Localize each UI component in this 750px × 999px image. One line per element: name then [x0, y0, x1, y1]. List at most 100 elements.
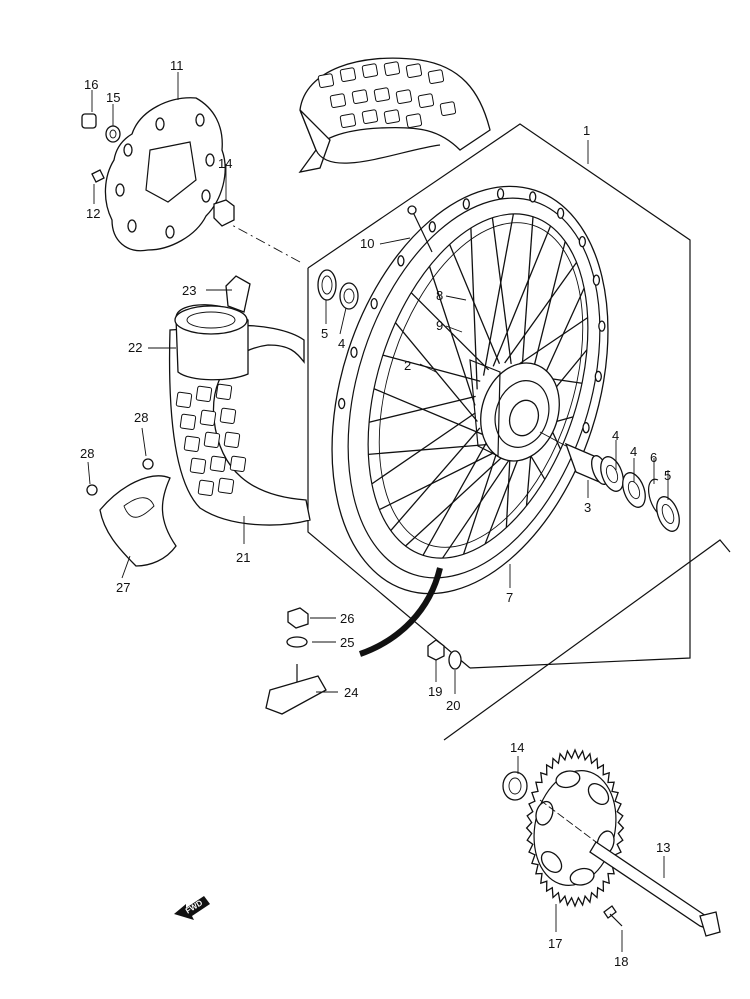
- rim-hole: [397, 255, 405, 267]
- rim-hole: [598, 320, 606, 332]
- tread-block: [329, 93, 347, 109]
- wheel-hub: [469, 359, 560, 462]
- callout-10: 10: [360, 236, 374, 251]
- rim-hole: [462, 198, 470, 210]
- callout-26: 26: [340, 611, 354, 626]
- callout-19: 19: [428, 684, 442, 699]
- rim-hole: [529, 191, 537, 203]
- spoke: [394, 322, 478, 422]
- rim-hole: [556, 207, 565, 219]
- tread-block: [203, 431, 221, 449]
- callout-4-right-b: 4: [630, 444, 637, 459]
- spoke: [482, 213, 515, 376]
- callout-28-lower: 28: [80, 446, 94, 461]
- sprocket-spacer: [502, 771, 528, 801]
- callout-labels: 1 2 3 4 4 4 5 5 6 7 8 9 10 11 12 13 14 1…: [80, 58, 671, 969]
- tread-block: [317, 73, 335, 89]
- spoke: [449, 244, 501, 364]
- callout-21: 21: [236, 550, 250, 565]
- left-hub-parts: [317, 269, 359, 310]
- sprocket-cutout: [535, 800, 554, 826]
- callout-5-left: 5: [321, 326, 328, 341]
- spoke: [515, 317, 589, 367]
- tread-block: [219, 407, 237, 425]
- tread-block: [339, 67, 357, 83]
- tread-block: [179, 413, 197, 431]
- sprocket-cutout: [555, 770, 581, 789]
- callout-20: 20: [446, 698, 460, 713]
- rim-hole: [428, 221, 436, 233]
- callout-17: 17: [548, 936, 562, 951]
- rim-hole: [582, 422, 590, 434]
- tread-block: [373, 87, 391, 103]
- sprocket-cutouts: [535, 770, 615, 886]
- callout-4-right-a: 4: [612, 428, 619, 443]
- callout-18: 18: [614, 954, 628, 969]
- tread-block: [339, 113, 357, 129]
- tread-block: [395, 89, 413, 105]
- tread-block: [209, 455, 227, 473]
- callout-5-right: 5: [664, 468, 671, 483]
- tyre-tread-blocks: [317, 61, 457, 129]
- disc-hole: [195, 113, 205, 127]
- rear-wheel-rim: [331, 185, 609, 595]
- spoke: [373, 388, 485, 436]
- spoke: [379, 446, 506, 511]
- disc-hole: [201, 189, 211, 203]
- fwd-direction-arrow: FWD: [174, 896, 210, 920]
- callout-13: 13: [656, 840, 670, 855]
- tread-block: [189, 457, 207, 475]
- tread-block: [215, 383, 233, 401]
- tyre-section-left: [168, 275, 311, 526]
- disc-guard: [86, 458, 177, 567]
- callout-24: 24: [344, 685, 358, 700]
- tread-block: [223, 431, 241, 449]
- tread-block: [383, 109, 401, 125]
- tread-block: [195, 385, 213, 403]
- callout-28-upper: 28: [134, 410, 148, 425]
- rear-sprocket: [525, 748, 625, 908]
- callout-14-lower: 14: [510, 740, 524, 755]
- wheel-assembly-frame: [229, 123, 691, 669]
- disc-hole: [155, 117, 165, 131]
- callout-7: 7: [506, 590, 513, 605]
- callout-6: 6: [650, 450, 657, 465]
- callout-25: 25: [340, 635, 354, 650]
- tread-block: [405, 113, 423, 129]
- tread-block: [217, 477, 235, 495]
- rim-hole: [592, 274, 601, 286]
- disc-hardware: [81, 113, 235, 227]
- tyre-left-tread-blocks: [175, 383, 247, 497]
- sprocket-cutout: [569, 867, 595, 886]
- spoke: [405, 443, 518, 547]
- spoke: [422, 439, 489, 556]
- tread-block: [199, 409, 217, 427]
- callout-9: 9: [436, 318, 443, 333]
- sprocket-frame: [443, 539, 731, 741]
- rim-hole: [350, 346, 358, 358]
- sprocket-cutout: [587, 783, 610, 806]
- callout-15: 15: [106, 90, 120, 105]
- spoke: [521, 216, 534, 371]
- rim-spoke-holes: [338, 188, 606, 434]
- callout-2: 2: [404, 358, 411, 373]
- tread-block: [183, 435, 201, 453]
- rim-hole: [338, 397, 346, 410]
- callout-14-top: 14: [218, 156, 232, 171]
- callout-27: 27: [116, 580, 130, 595]
- disc-hole: [115, 183, 125, 197]
- tread-block: [229, 455, 247, 473]
- disc-hole: [127, 219, 137, 233]
- tread-block: [417, 93, 435, 109]
- rim-hole: [370, 297, 378, 310]
- tread-block: [383, 61, 401, 77]
- rear-axle: [539, 799, 721, 937]
- callout-11: 11: [170, 58, 184, 73]
- rim-lock-parts: [265, 607, 327, 715]
- right-hub-parts: [539, 431, 680, 532]
- callout-23: 23: [182, 283, 196, 298]
- spoke: [491, 217, 512, 364]
- tread-block: [427, 69, 445, 85]
- brake-disc-holes: [115, 113, 215, 239]
